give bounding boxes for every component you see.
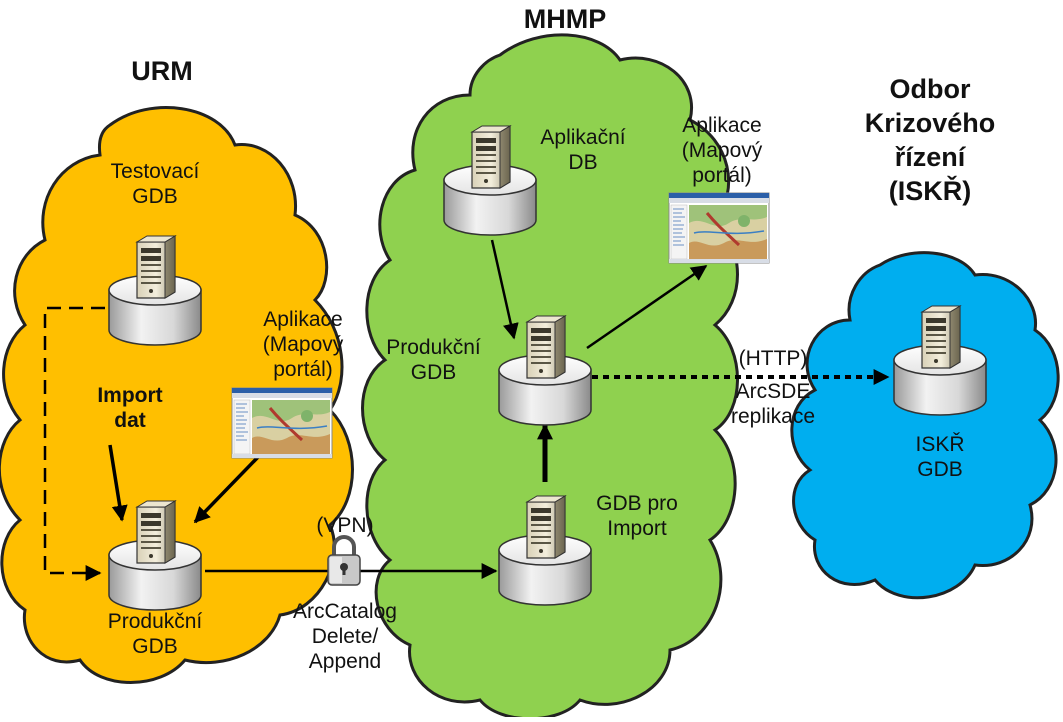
zone-title-iskr-line: Krizového [864,108,996,138]
edge-label-arccatalog: ArcCatalog Delete/ Append [275,599,415,674]
edge-label-import-dat: Import dat [75,383,185,433]
node-label-mhmp-produkcni-gdb: Produkční GDB [376,335,491,385]
node-label-line: GDB [410,361,457,384]
node-label-line: Aplikační [540,126,626,149]
edge-testovaci-to-produkcni-dashed [43,306,105,581]
padlock-icon [327,535,361,586]
node-label-iskr-gdb: ISKŘ GDB [890,432,990,482]
node-label-line: Aplikace [263,308,343,331]
node-label-line: DB [568,151,598,174]
edge-label-line: ArcCatalog [293,600,397,623]
edge-aplikacni-db-arrow [490,239,519,340]
node-label-line: (Mapový [262,333,344,356]
node-label-line: Import [607,517,667,540]
zone-title-iskr-line: řízení [894,142,966,172]
node-label-line: portál) [273,358,333,381]
zone-title-iskr-line: Odbor [889,74,971,104]
urm-cloud [0,106,354,684]
node-label-line: GDB [132,635,178,658]
edge-label-line: Import [97,384,163,407]
node-label-line: Produkční [386,336,481,359]
node-label-line: Testovací [110,160,200,183]
edge-label-line: dat [114,409,146,432]
node-label-line: portál) [692,164,752,187]
edge-label-line: ArcSDE [735,380,811,403]
edge-label-line: Append [308,650,382,673]
zone-title-mhmp: MHMP [523,4,607,34]
zone-title-iskr-line: (ISKŘ) [888,176,972,206]
node-label-urm-produkcni-gdb: Produkční GDB [95,609,215,659]
node-label-line: GDB [917,458,963,481]
node-label-aplikacni-db: Aplikační DB [528,125,638,175]
node-label-testovaci-gdb: Testovací GDB [95,159,215,209]
edge-mhmp-aplikace-arrow [586,264,708,350]
edge-label-line: (HTTP) [738,347,808,370]
map-portal-screenshot-icon [667,191,771,265]
zone-title-urm: URM [131,56,193,86]
node-label-line: (Mapový [681,139,763,162]
node-label-line: Produkční [107,610,203,633]
map-portal-screenshot-icon [230,386,334,460]
edge-label-line: replikace [730,405,816,428]
node-label-line: GDB pro [596,492,678,515]
edge-label-vpn: (VPN) [316,514,374,537]
edge-urm-aplikace-arrow [193,453,262,524]
node-label-urm-aplikace: Aplikace (Mapový portál) [248,307,358,382]
iskr-cloud [790,251,1060,600]
node-label-line: GDB [132,185,178,208]
node-label-mhmp-aplikace: Aplikace (Mapový portál) [667,113,777,188]
edge-import-dat-arrow [108,444,128,522]
edge-label-http: (HTTP) ArcSDE replikace [708,346,838,429]
edge-label-line: Delete/ [311,625,379,648]
zone-title-iskr: Odbor Krizového řízení (ISKŘ) [850,72,1010,208]
node-label-line: ISKŘ [915,433,965,456]
node-label-gdb-pro-import: GDB pro Import [582,491,692,541]
node-label-line: Aplikace [682,114,762,137]
